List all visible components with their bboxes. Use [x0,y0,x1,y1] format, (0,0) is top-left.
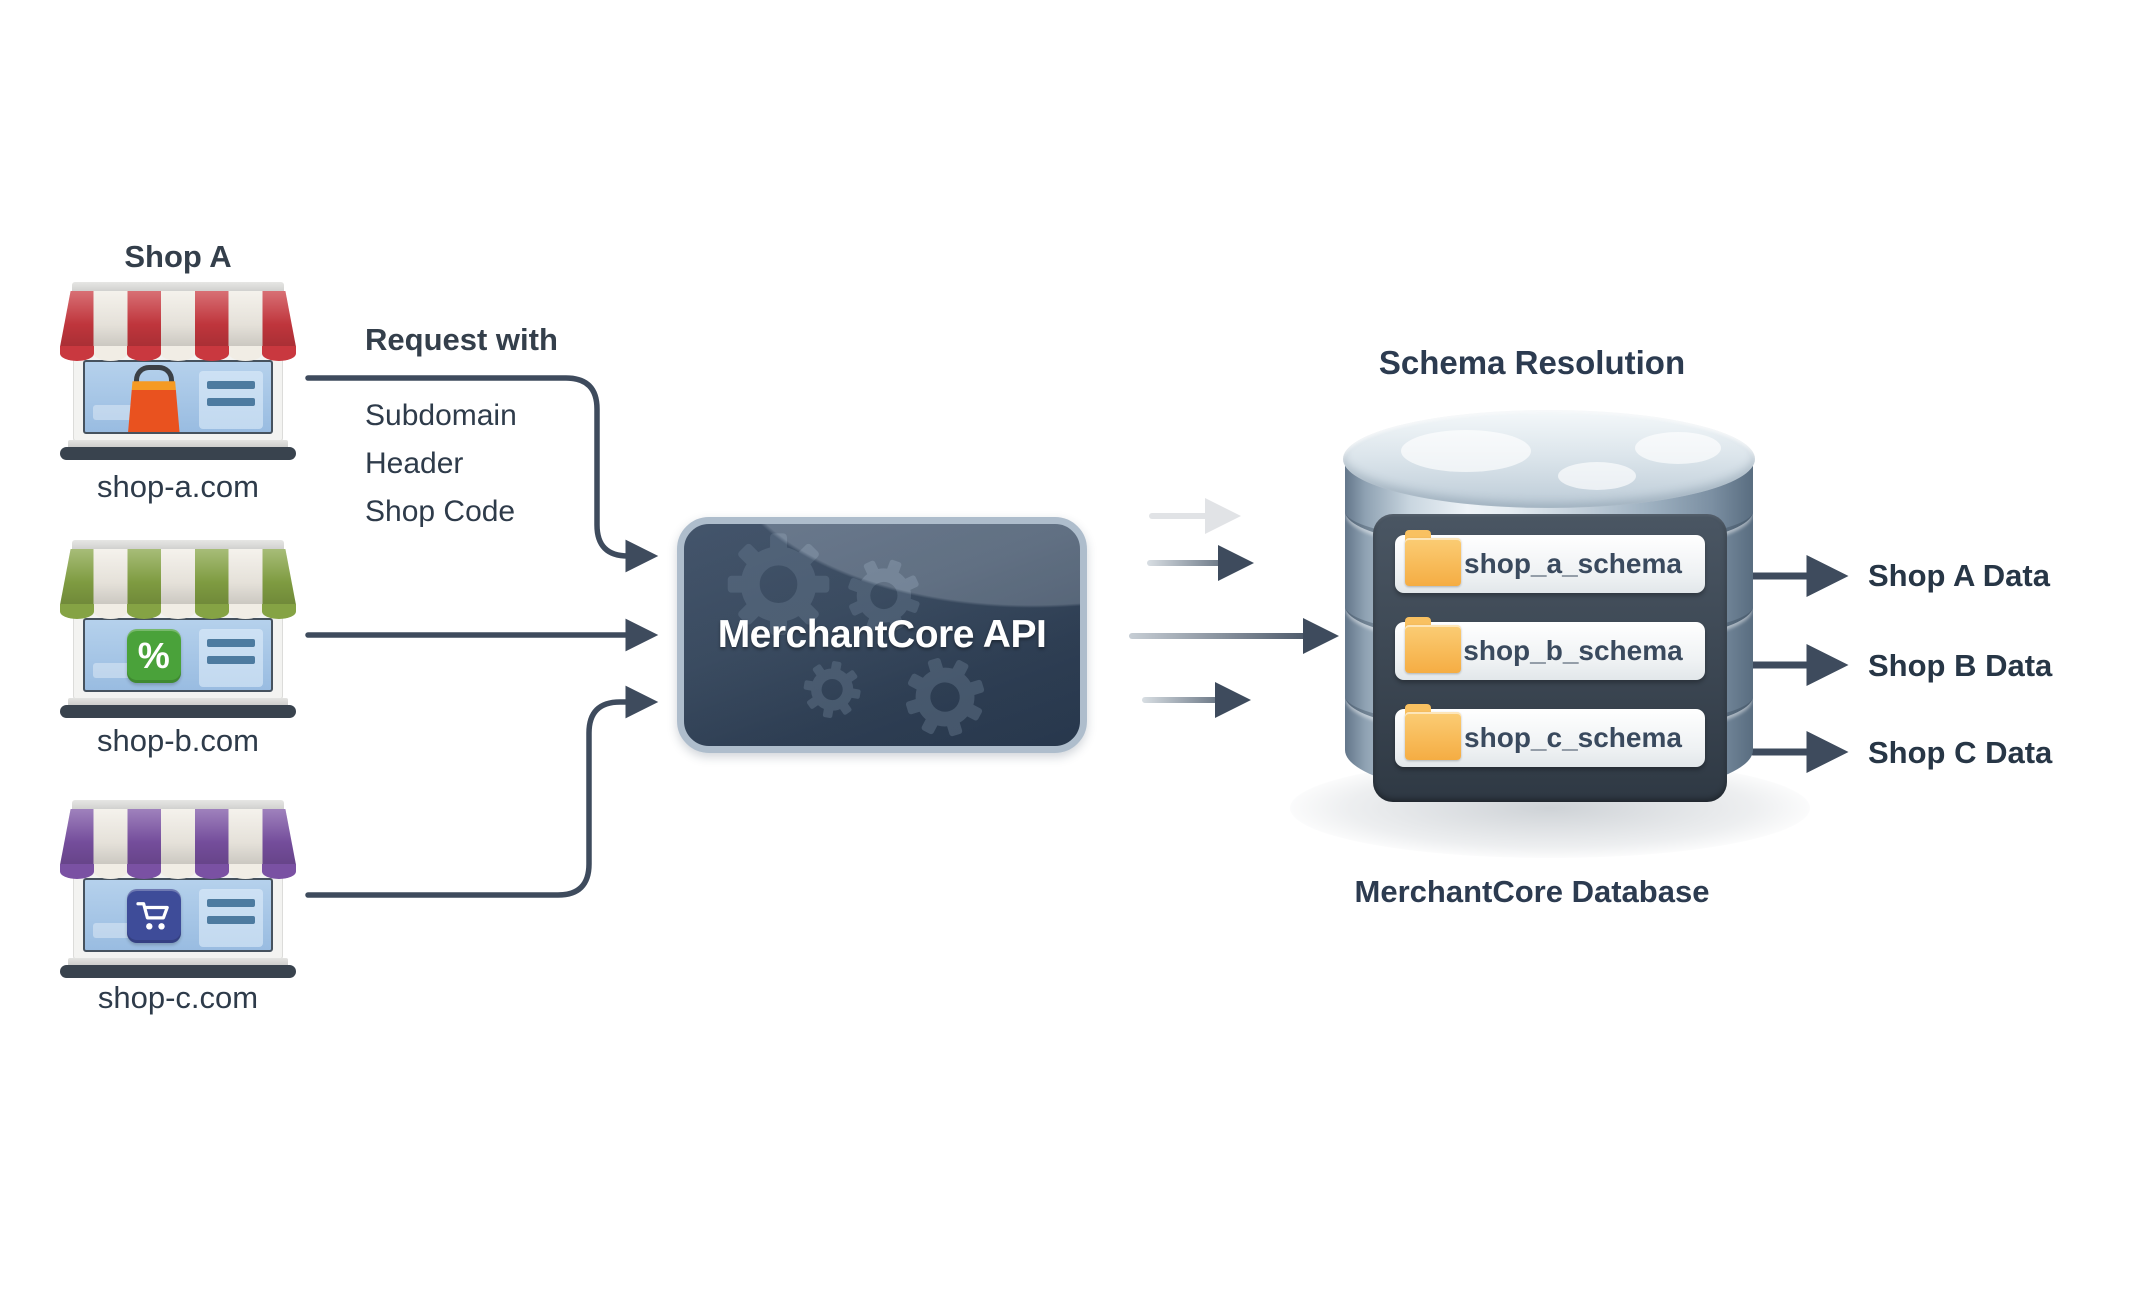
shop-b-domain-label: shop-b.com [97,723,259,758]
awning-purple [60,809,296,865]
folder-icon [1405,617,1461,673]
cylinder-top-blob [1558,462,1636,490]
storefront-window [83,878,273,952]
storefront-sill [68,440,288,449]
shop-a-title: Shop A [124,239,232,274]
request-note-items: Subdomain Header Shop Code [365,392,517,536]
cart-glyph [136,902,169,930]
window-display-lines [199,371,263,429]
shop-a-data-label: Shop A Data [1868,558,2050,593]
storefront-window [83,360,273,434]
schema-name: shop_c_schema [1464,722,1682,753]
request-item: Shop Code [365,495,516,528]
api-box-gloss [684,524,1080,746]
schema-row: shop_b_schema [1395,617,1705,680]
shopping-bag-icon [128,363,180,432]
request-item: Subdomain [365,399,517,432]
storefront-sill [68,698,288,707]
storefront-icon-shop-b: % [60,540,297,718]
request-item: Header [365,447,464,480]
request-note-title: Request with [365,322,558,357]
schema-resolution-title: Schema Resolution [1378,344,1686,381]
storefront-icon-shop-a [60,282,297,460]
cylinder-top-blob [1401,430,1531,472]
schema-panel: shop_a_schema shop_b_schema shop_c_schem… [1373,514,1727,802]
arrow-shop-c-to-api [305,685,659,898]
folder-icon [1405,704,1461,760]
cylinder-top [1343,410,1755,508]
schema-name: shop_a_schema [1464,548,1682,579]
cylinder-top-blob [1635,432,1721,464]
awning-scallops [60,346,297,361]
merchantcore-api-box: MerchantCore API [677,517,1087,753]
schema-name: shop_b_schema [1463,635,1683,666]
cart-icon [126,889,181,944]
database-caption: MerchantCore Database [1354,874,1710,909]
schema-row: shop_a_schema [1395,530,1705,593]
window-display-lines [199,629,263,687]
folder-icon [1405,530,1461,586]
api-box-label: MerchantCore API [717,613,1047,656]
awning-green [60,549,296,605]
shop-a-domain-label: shop-a.com [97,469,259,504]
storefront-icon-shop-c [60,800,297,978]
database-cylinder-icon: shop_a_schema shop_b_schema shop_c_schem… [1343,410,1755,802]
percent-symbol: % [137,635,170,677]
awning-red [60,291,296,347]
storefront-window: % [83,618,273,692]
storefront-base [60,447,296,460]
percent-icon: % [126,629,181,684]
shop-c-data-label: Shop C Data [1868,735,2053,770]
awning-scallops [60,604,297,619]
schema-row: shop_c_schema [1395,704,1705,767]
awning-scallops [60,864,297,879]
arrow-shop-a-to-api [305,375,659,573]
storefront-base [60,965,296,978]
storefront-base [60,705,296,718]
storefront-sill [68,958,288,967]
shop-c-domain-label: shop-c.com [97,980,259,1015]
shop-b-data-label: Shop B Data [1868,648,2053,683]
window-display-lines [199,889,263,947]
